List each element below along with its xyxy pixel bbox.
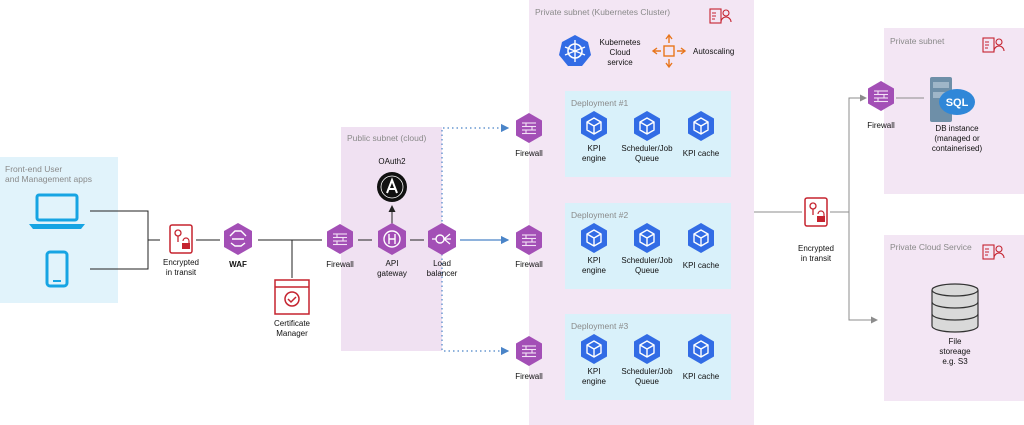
api-gateway-icon: [378, 223, 406, 255]
svg-text:SQL: SQL: [946, 97, 969, 109]
database-icon: SQL: [930, 77, 975, 122]
scheduler-icon-2: [633, 222, 661, 254]
load-balancer-icon: [428, 223, 456, 255]
waf-label: WAF: [229, 260, 247, 269]
kpi-engine-label-3: KPI engine: [581, 367, 607, 386]
security-badge-icon-db: [982, 37, 1005, 53]
storage-label: File storeage e.g. S3: [939, 337, 971, 366]
kpi-cache-icon-2: [687, 222, 715, 254]
deployment-title-2: Deployment #2: [571, 210, 629, 220]
cert-manager-label: Certificate Manager: [273, 319, 310, 338]
firewall-icon-public: [326, 223, 354, 255]
encrypted-label-right: Encrypted in transit: [797, 244, 835, 263]
kpi-engine-label-2: KPI engine: [581, 256, 607, 275]
firewall-icon-3: [515, 335, 543, 367]
kpi-engine-icon-1: [580, 110, 608, 142]
frontend-zone-label: Front-end User and Management apps: [5, 164, 92, 184]
oauth-icon: [377, 172, 407, 202]
db-subnet-label: Private subnet: [890, 36, 945, 46]
kubernetes-icon: [559, 35, 591, 66]
autoscaling-icon: [651, 33, 687, 69]
deployment-title-1: Deployment #1: [571, 98, 629, 108]
cloud-service-label: Private Cloud Service: [890, 242, 972, 252]
load-balancer-label: Load balancer: [426, 259, 458, 278]
kpi-engine-icon-3: [580, 333, 608, 365]
firewall-icon-db: [867, 80, 895, 112]
firewall-icon-2: [515, 224, 543, 256]
certificate-manager-icon: [274, 279, 310, 315]
kpi-engine-label-1: KPI engine: [581, 144, 607, 163]
db-label: DB instance (managed or containerised): [931, 124, 983, 153]
autoscaling-label: Autoscaling: [693, 47, 735, 56]
firewall-label-1: Firewall: [515, 149, 543, 158]
encrypted-label-left: Encrypted in transit: [162, 258, 200, 277]
waf-icon: [224, 223, 252, 255]
kubernetes-label: Kubernetes Cloud service: [599, 38, 641, 67]
firewall-label-db: Firewall: [867, 121, 895, 130]
firewall-label-public: Firewall: [326, 260, 354, 269]
scheduler-label-3: Scheduler/Job Queue: [621, 367, 673, 386]
firewall-label-2: Firewall: [515, 260, 543, 269]
firewall-icon-1: [515, 112, 543, 144]
frontend-zone: [0, 157, 118, 303]
laptop-icon: [29, 193, 85, 229]
scheduler-label-2: Scheduler/Job Queue: [621, 256, 673, 275]
security-badge-icon-k8s: [709, 8, 732, 24]
scheduler-label-1: Scheduler/Job Queue: [621, 144, 673, 163]
encryption-lock-icon: [169, 224, 193, 254]
security-badge-icon-storage: [982, 244, 1005, 260]
kpi-engine-icon-2: [580, 222, 608, 254]
oauth-label: OAuth2: [378, 157, 406, 166]
tablet-icon: [45, 250, 69, 288]
kpi-cache-label-3: KPI cache: [682, 372, 720, 381]
encryption-lock-icon-right: [804, 197, 828, 227]
api-gateway-label: API gateway: [377, 259, 407, 278]
kpi-cache-label-2: KPI cache: [682, 261, 720, 270]
kpi-cache-icon-3: [687, 333, 715, 365]
k8s-subnet-label: Private subnet (Kubernetes Cluster): [535, 7, 671, 17]
deployment-title-3: Deployment #3: [571, 321, 629, 331]
storage-icon: [931, 283, 979, 333]
kpi-cache-icon-1: [687, 110, 715, 142]
scheduler-icon-3: [633, 333, 661, 365]
public-subnet-label: Public subnet (cloud): [347, 133, 427, 143]
kpi-cache-label-1: KPI cache: [682, 149, 720, 158]
firewall-label-3: Firewall: [515, 372, 543, 381]
scheduler-icon-1: [633, 110, 661, 142]
